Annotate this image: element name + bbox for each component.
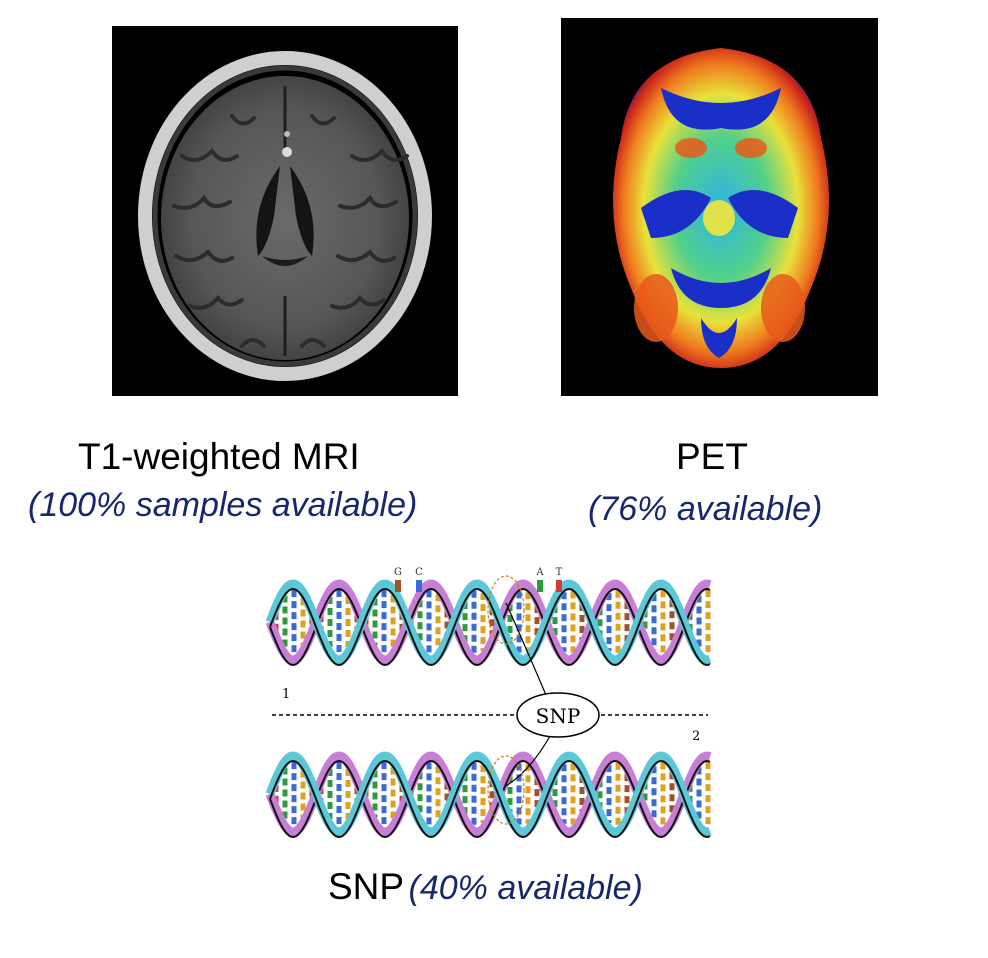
snp-bubble [516, 692, 600, 738]
mri-brain-image [112, 26, 458, 396]
strand-1-label: 1 [282, 687, 290, 702]
dna-helix-bottom [265, 751, 712, 838]
snp-pointer-top [505, 602, 547, 696]
dna-backbone-strand-b [265, 751, 712, 837]
snp-pointer-bottom [505, 735, 551, 787]
snp-dna-diagram: G C A T 1 2 SNP [262, 558, 718, 850]
snp-caption: SNP (40% available) [328, 866, 643, 908]
dna-helix-top [265, 579, 712, 666]
pet-availability: (76% available) [588, 490, 823, 528]
dna-backbone-edge-b [269, 588, 711, 666]
mri-availability: (100% samples available) [28, 486, 418, 524]
base-label-c: C [415, 567, 423, 578]
snp-bubble-label: SNP [536, 704, 581, 728]
dna-backbone-strand-b [265, 579, 712, 665]
snp-title: SNP [328, 866, 405, 907]
pet-title: PET [676, 436, 748, 477]
mri-title: T1-weighted MRI [78, 436, 360, 477]
mri-brain-illustration [112, 26, 458, 396]
pet-brain-image [561, 18, 878, 396]
strand-2-label: 2 [692, 729, 700, 744]
base-label-t: T [556, 567, 563, 578]
dna-backbone-edge-b [269, 760, 711, 838]
snp-availability: (40% available) [408, 869, 643, 907]
base-label-a: A [535, 567, 544, 578]
base-label-g: G [394, 567, 402, 578]
pet-brain-illustration [561, 18, 878, 396]
dna-helix-illustration: G C A T 1 2 SNP [265, 567, 712, 838]
